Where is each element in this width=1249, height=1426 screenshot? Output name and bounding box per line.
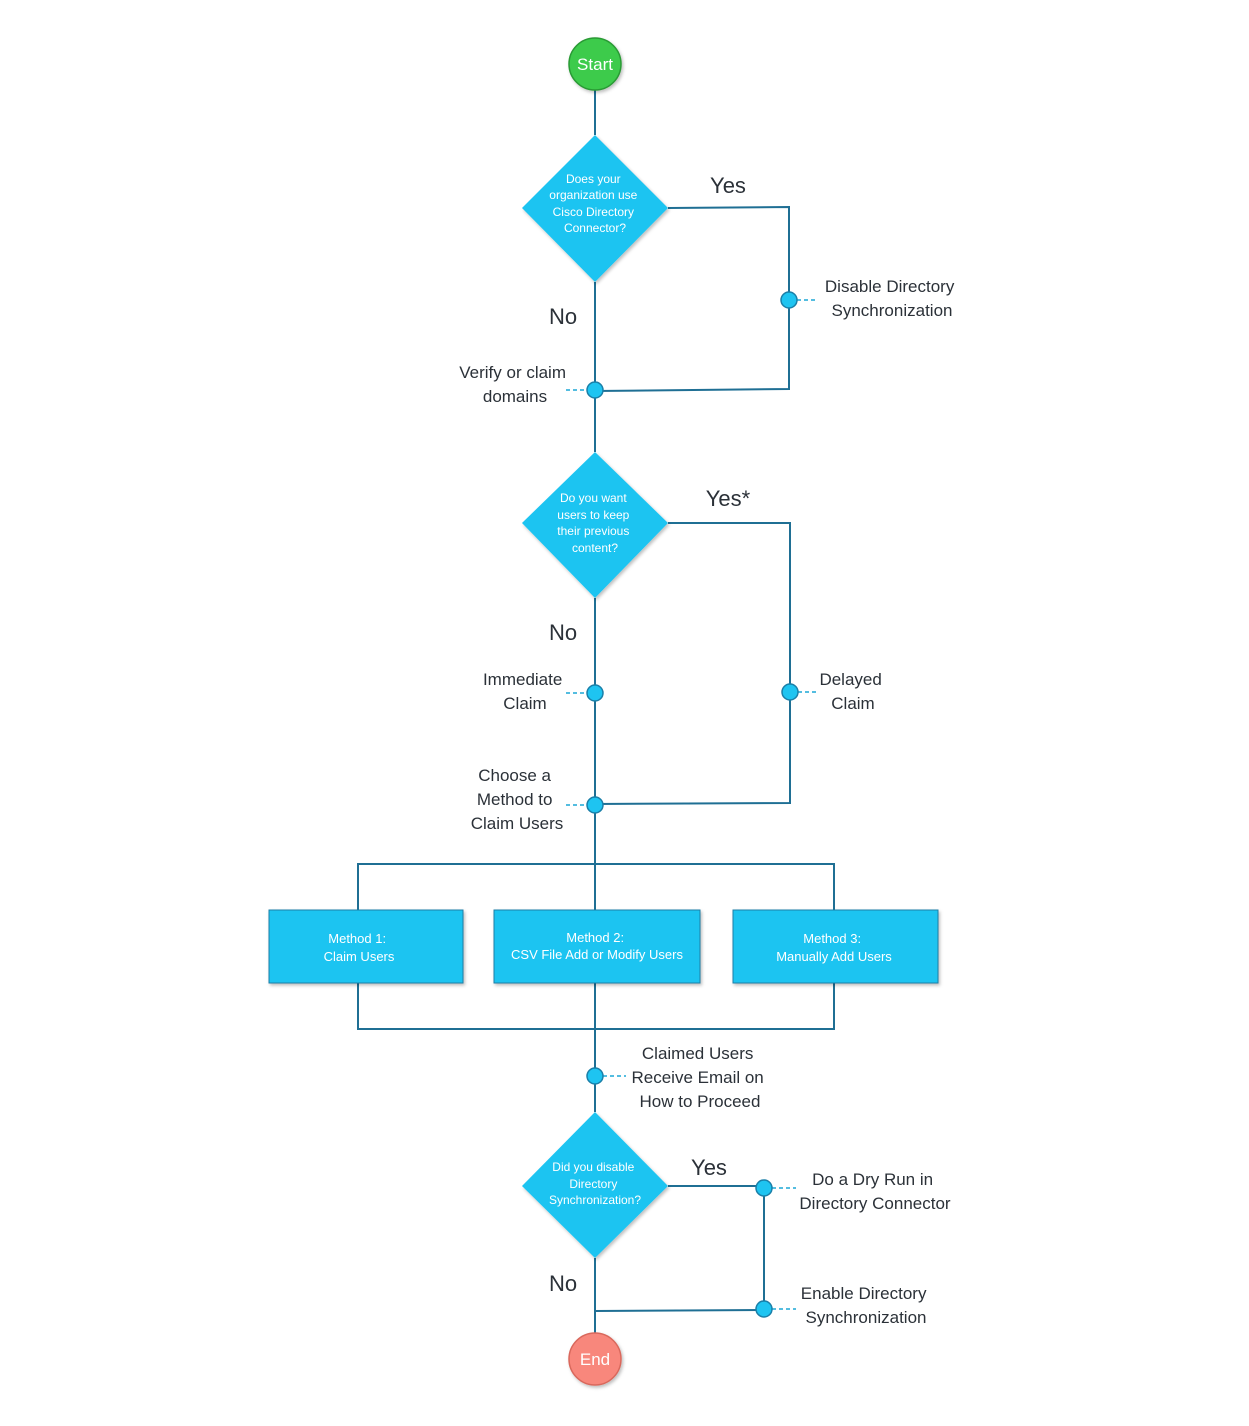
dry-run-step: Do a Dry Run in Directory Connector — [799, 1170, 951, 1213]
method3-line: Method 3: — [803, 931, 861, 946]
immediate-claim-dot — [586, 684, 604, 702]
start-label: Start — [577, 55, 613, 74]
method-1-box: Method 1: Claim Users — [268, 909, 464, 984]
step-line: Choose a — [478, 766, 551, 785]
method3-line: Manually Add Users — [776, 949, 892, 964]
step-line: Delayed — [819, 670, 881, 689]
verify-domains-step: Verify or claim domains — [459, 363, 570, 406]
step-line: Synchronization — [806, 1308, 927, 1327]
decision-directory-connector: Does your organization use Cisco Directo… — [522, 135, 668, 282]
decision-disabled-sync: Did you disable Directory Synchronizatio… — [522, 1112, 668, 1258]
enable-sync-dot — [755, 1300, 773, 1318]
step-line: Synchronization — [832, 301, 953, 320]
step-line: Disable Directory — [825, 277, 955, 296]
decision2-line: their previous — [557, 524, 629, 538]
decision3-line: Synchronization? — [549, 1193, 641, 1207]
svg-text:Do you want users to kee: Do you want users to keep their previous… — [557, 491, 632, 555]
start-node: Start — [568, 37, 622, 91]
step-labels: Disable Directory Synchronization Verify… — [459, 277, 959, 1327]
choose-method-step: Choose a Method to Claim Users — [471, 766, 564, 833]
method-3-box: Method 3: Manually Add Users — [732, 909, 939, 984]
step-line: Claim — [503, 694, 546, 713]
edge-labels: Yes No Yes* No Yes No — [549, 173, 751, 1296]
step-line: Enable Directory — [801, 1284, 927, 1303]
step-line: domains — [483, 387, 547, 406]
svg-text:Method 1: Claim Users: Method 1: Claim Users — [324, 931, 395, 964]
decision2-line: Do you want — [560, 491, 627, 505]
decision-keep-content: Do you want users to keep their previous… — [522, 452, 668, 598]
step-line: Verify or claim — [459, 363, 566, 382]
decision1-line: Connector? — [564, 221, 626, 235]
immediate-claim-step: Immediate Claim — [483, 670, 567, 713]
method1-line: Claim Users — [324, 949, 395, 964]
decision3-line: Did you disable — [552, 1160, 634, 1174]
enable-sync-step: Enable Directory Synchronization — [801, 1284, 931, 1327]
step-line: Claim — [831, 694, 874, 713]
disable-sync-dot — [780, 291, 798, 309]
no-label: No — [549, 1271, 577, 1296]
step-line: How to Proceed — [640, 1092, 761, 1111]
disable-sync-step: Disable Directory Synchronization — [825, 277, 959, 320]
delayed-claim-dot — [781, 683, 799, 701]
yes-label: Yes — [710, 173, 746, 198]
end-node: End — [568, 1332, 622, 1386]
svg-text:Did you disable Director: Did you disable Directory Synchronizatio… — [549, 1160, 641, 1207]
step-line: Claimed Users — [642, 1044, 753, 1063]
yes-label: Yes — [691, 1155, 727, 1180]
decision1-line: Does your — [566, 172, 621, 186]
svg-text:Method 3: Manually Add U: Method 3: Manually Add Users — [776, 931, 892, 964]
svg-text:Method 2: CSV File Add o: Method 2: CSV File Add or Modify Users — [511, 930, 683, 962]
decision1-line: Cisco Directory — [553, 205, 634, 219]
step-line: Method to — [477, 790, 553, 809]
decision3-line: Directory — [569, 1177, 617, 1191]
yes-label: Yes* — [706, 486, 751, 511]
step-line: Receive Email on — [631, 1068, 763, 1087]
step-line: Directory Connector — [799, 1194, 951, 1213]
decision1-line: organization use — [549, 188, 637, 202]
svg-text:Does your organization u: Does your organization use Cisco Directo… — [549, 172, 640, 235]
receive-email-step: Claimed Users Receive Email on How to Pr… — [631, 1044, 768, 1111]
step-line: Claim Users — [471, 814, 564, 833]
method2-line: CSV File Add or Modify Users — [511, 947, 683, 962]
end-label: End — [580, 1350, 610, 1369]
method1-line: Method 1: — [328, 931, 386, 946]
verify-domains-dot — [586, 381, 604, 399]
method2-line: Method 2: — [566, 930, 624, 945]
no-label: No — [549, 620, 577, 645]
no-label: No — [549, 304, 577, 329]
delayed-claim-step: Delayed Claim — [819, 670, 886, 713]
dry-run-dot — [755, 1179, 773, 1197]
step-line: Do a Dry Run in — [812, 1170, 933, 1189]
decision2-line: content? — [572, 541, 618, 555]
choose-method-dot — [586, 796, 604, 814]
receive-email-dot — [586, 1067, 604, 1085]
step-line: Immediate — [483, 670, 562, 689]
step-dots — [586, 291, 799, 1318]
decision2-line: users to keep — [557, 508, 629, 522]
method-2-box: Method 2: CSV File Add or Modify Users — [493, 909, 701, 984]
